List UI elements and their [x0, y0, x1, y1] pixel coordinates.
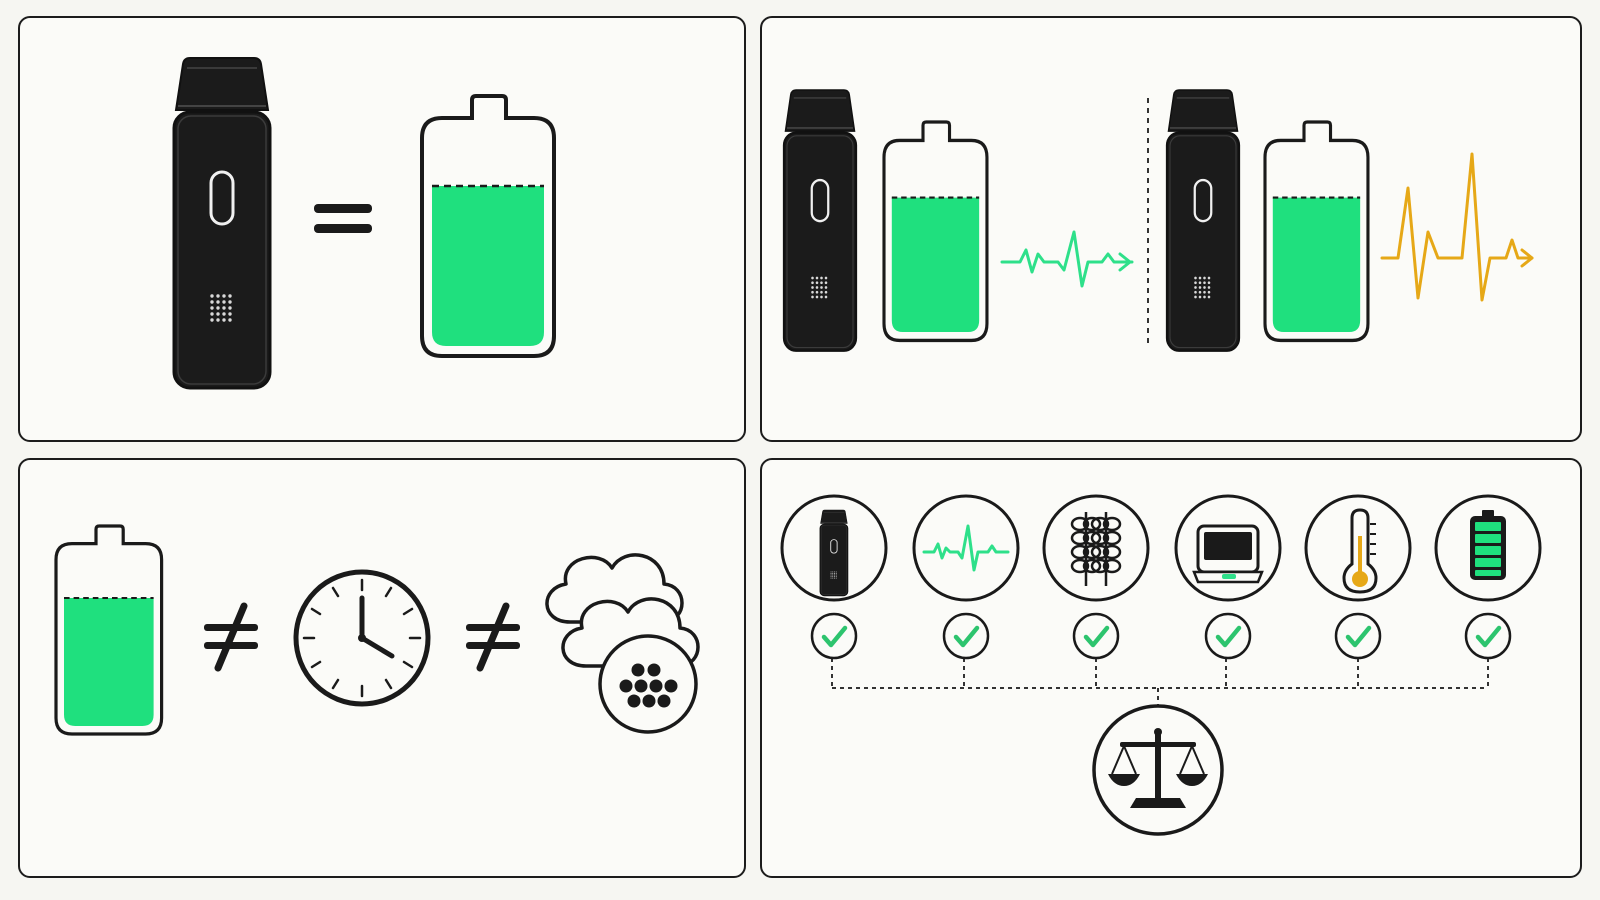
not-equal-icon [466, 602, 520, 672]
vape-pod-icon [819, 509, 849, 597]
comparison-panel [760, 16, 1582, 442]
vapor-cloud-icon [545, 553, 700, 734]
large-pulse-arrow-icon [1380, 152, 1534, 302]
factor-vape-pod [780, 494, 888, 602]
battery-icon [882, 120, 989, 343]
vape-pod-icon [782, 88, 858, 352]
inequality-panel [18, 458, 746, 878]
coil-icon [1070, 512, 1122, 586]
not-equal-icon [204, 602, 258, 672]
equivalence-panel [18, 16, 746, 442]
factor-full-battery [1434, 494, 1542, 602]
check-icon [944, 614, 988, 658]
battery-icon [420, 94, 556, 358]
check-icon [1466, 614, 1510, 658]
factor-device-screen [1174, 494, 1282, 602]
vape-pod-icon [172, 56, 272, 390]
vape-pod-icon [1165, 88, 1241, 352]
factor-pulse [912, 494, 1020, 602]
check-icon [1336, 614, 1380, 658]
thermometer-icon [1342, 508, 1378, 594]
factor-coil [1042, 494, 1150, 602]
checklist-panel [760, 458, 1582, 878]
pulse-icon [922, 524, 1010, 572]
factor-thermometer [1304, 494, 1412, 602]
device-screen-icon [1192, 524, 1264, 584]
battery-icon [54, 524, 164, 736]
check-icon [812, 614, 856, 658]
battery-icon [1263, 120, 1370, 343]
equals-icon [314, 204, 372, 233]
full-battery-icon [1470, 510, 1506, 580]
check-icon [1074, 614, 1118, 658]
connector-lines [831, 658, 1489, 710]
clock-icon [293, 569, 431, 707]
small-pulse-arrow-icon [1000, 230, 1134, 288]
check-icon [1206, 614, 1250, 658]
balance-scale-icon [1092, 704, 1224, 836]
